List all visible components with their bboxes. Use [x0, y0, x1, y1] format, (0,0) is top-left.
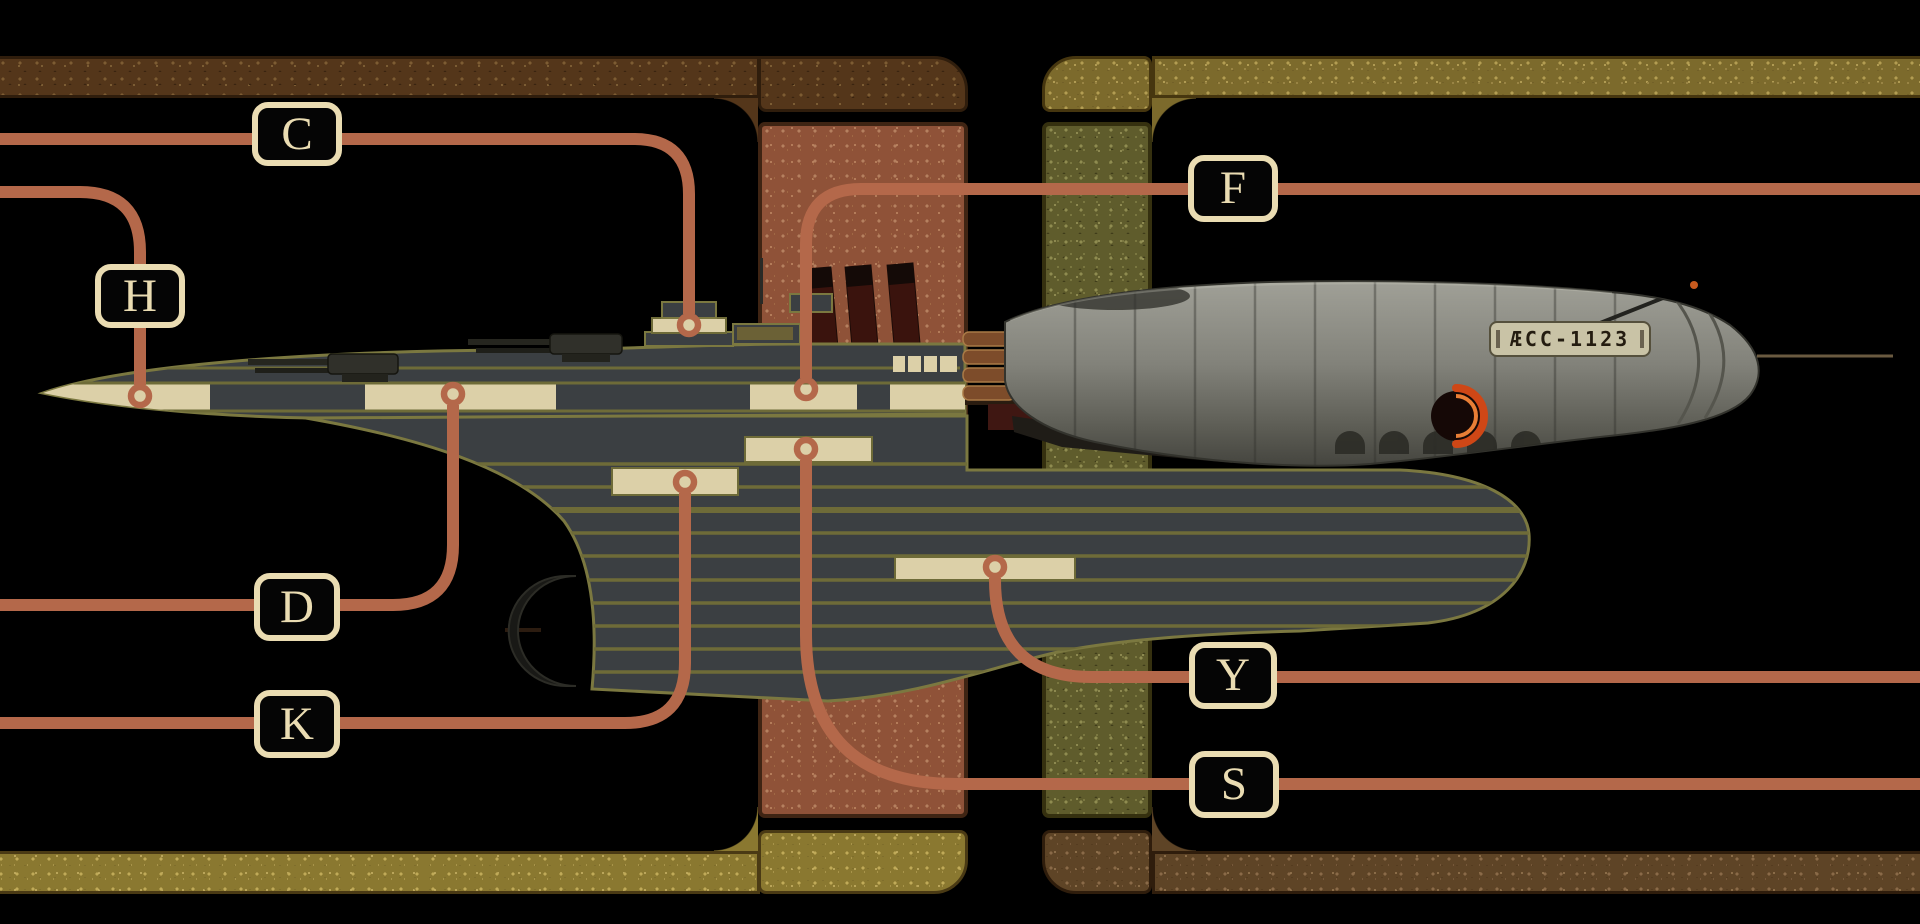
frame-left-bottom-bar — [0, 851, 760, 894]
gun-turret-forward — [248, 353, 399, 382]
frame-left-top-bar — [0, 56, 760, 98]
frame-left-bottom-notch — [714, 807, 758, 851]
deflector-dish — [505, 575, 577, 687]
frame-right-bottom-elbow — [1042, 830, 1152, 894]
callout-label-y: Y — [1216, 649, 1250, 701]
mast-antenna — [760, 258, 763, 304]
callout-label-c: C — [281, 107, 313, 160]
callout-box-h[interactable]: H — [95, 264, 185, 328]
connector-circle-s[interactable] — [793, 436, 819, 462]
callout-box-d[interactable]: D — [254, 573, 340, 641]
callout-box-c[interactable]: C — [252, 102, 342, 166]
callout-box-k[interactable]: K — [254, 690, 340, 758]
forward-hull: ÆCC-1123 — [1004, 280, 1893, 467]
callout-label-k: K — [280, 697, 314, 750]
registry-plate: ÆCC-1123 — [1489, 321, 1651, 357]
callout-box-y[interactable]: Y — [1189, 642, 1277, 709]
frame-left-top-notch — [714, 98, 758, 142]
frame-right-bottom-bar — [1152, 851, 1920, 894]
frame-left-top-elbow — [758, 56, 968, 112]
callout-label-s: S — [1220, 758, 1248, 810]
connector-circle-k[interactable] — [672, 469, 698, 495]
frame-right-top-bar — [1152, 56, 1920, 98]
callout-line-k — [0, 493, 691, 729]
callout-box-s[interactable]: S — [1189, 751, 1279, 818]
frame-right-top-notch — [1152, 98, 1196, 142]
callout-line-d — [0, 405, 459, 611]
saucer-decks — [43, 356, 965, 413]
connector-circle-y[interactable] — [982, 554, 1008, 580]
callout-label-f: F — [1219, 162, 1247, 214]
callout-line-h — [0, 186, 146, 385]
connector-circle-d[interactable] — [440, 381, 466, 407]
connector-circle-h[interactable] — [127, 383, 153, 409]
callout-line-s — [800, 460, 1920, 790]
callout-box-f[interactable]: F — [1188, 155, 1278, 222]
frame-right-bottom-notch — [1152, 807, 1196, 851]
tail-lamp-icon — [1690, 281, 1698, 289]
callout-line-c — [0, 133, 695, 314]
gun-turret-mid — [468, 333, 623, 362]
registry-text: ÆCC-1123 — [1510, 327, 1630, 351]
engine-glow-icon — [1431, 384, 1488, 448]
callout-label-d: D — [280, 580, 314, 633]
connector-circle-c[interactable] — [676, 312, 702, 338]
callout-label-h: H — [123, 269, 157, 322]
frame-left-bottom-elbow — [758, 830, 968, 894]
connector-circles — [127, 312, 1008, 580]
frame-right-top-elbow — [1042, 56, 1152, 112]
connector-circle-f[interactable] — [793, 376, 819, 402]
callout-line-y — [989, 578, 1920, 683]
callout-line-f — [800, 183, 1920, 378]
callout-lines — [0, 133, 1920, 790]
